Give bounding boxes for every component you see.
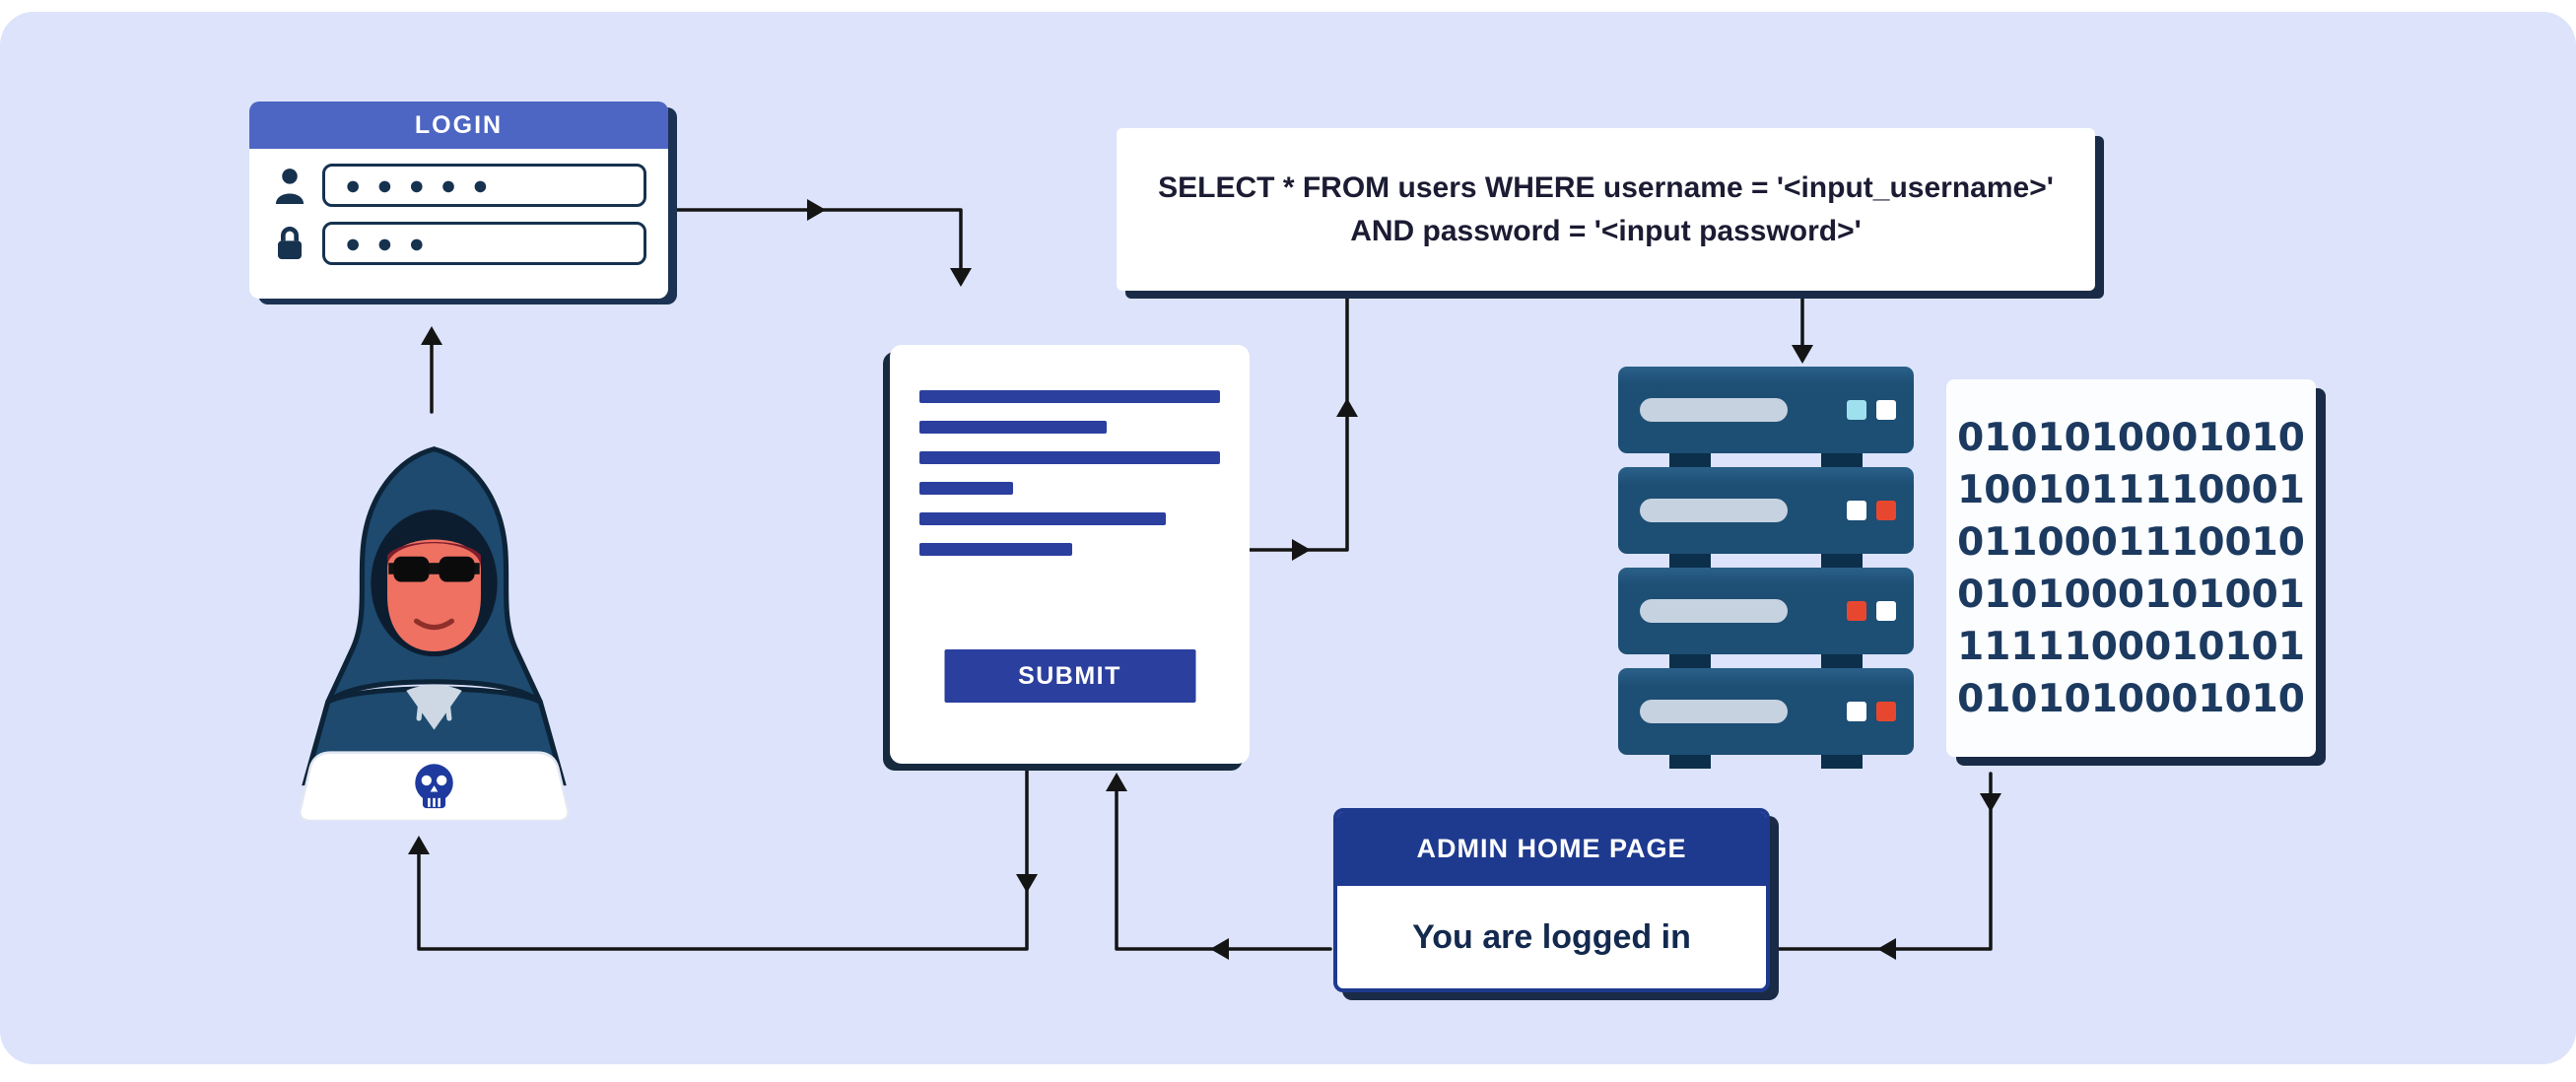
binary-line: 0110001110010: [1957, 519, 2305, 565]
sunglasses-left-lens: [393, 556, 430, 582]
binary-line: 0101010001010: [1957, 415, 2305, 460]
admin-home-page-window: ADMIN HOME PAGE You are logged in: [1333, 808, 1770, 992]
server-indicator-light: [1847, 702, 1866, 721]
sunglasses-bridge: [388, 563, 480, 575]
sql-query-box: SELECT * FROM users WHERE username = '<i…: [1117, 128, 2095, 291]
server-indicator-light: [1847, 400, 1866, 420]
login-window: LOGIN ●●●●● ●●●: [249, 101, 668, 299]
username-row: ●●●●●: [271, 164, 646, 207]
login-form-page: SUBMIT: [890, 345, 1250, 764]
server-indicator-light: [1847, 601, 1866, 621]
admin-home-page-title: ADMIN HOME PAGE: [1337, 812, 1766, 886]
login-body: ●●●●● ●●●: [249, 149, 668, 265]
hoodie-drawstrings: [416, 693, 452, 721]
text-line: [919, 390, 1220, 403]
user-icon: [271, 167, 308, 204]
binary-data-panel: 0101010001010 1001011110001 011000111001…: [1946, 379, 2316, 757]
server-slot: [1640, 398, 1788, 422]
text-line: [919, 482, 1013, 495]
server-unit: [1618, 467, 1914, 554]
password-field[interactable]: ●●●: [322, 222, 646, 265]
skull-icon: [415, 764, 453, 809]
lock-icon: [271, 225, 308, 262]
submit-button[interactable]: SUBMIT: [944, 649, 1195, 703]
server-indicator-light: [1876, 400, 1896, 420]
text-line: [919, 451, 1220, 464]
hacker-illustration: [298, 446, 571, 821]
binary-line: 0101010001010: [1957, 676, 2305, 721]
sql-query-line-2: AND password = '<input password>': [1350, 214, 1862, 247]
login-title: LOGIN: [249, 101, 668, 149]
server-unit: [1618, 367, 1914, 453]
database-server-rack: [1618, 367, 1914, 773]
server-indicator-light: [1847, 501, 1866, 520]
server-indicator-light: [1876, 501, 1896, 520]
hacker-face: [387, 539, 481, 652]
binary-line: 1111100010101: [1957, 624, 2305, 669]
server-slot: [1640, 499, 1788, 522]
server-indicator-light: [1876, 601, 1896, 621]
password-row: ●●●: [271, 222, 646, 265]
server-indicator-light: [1876, 702, 1896, 721]
binary-line: 0101000101001: [1957, 572, 2305, 617]
server-slot: [1640, 700, 1788, 723]
text-line: [919, 421, 1107, 434]
server-unit: [1618, 568, 1914, 654]
logged-in-message: You are logged in: [1412, 917, 1691, 956]
username-field[interactable]: ●●●●●: [322, 164, 646, 207]
text-line: [919, 543, 1072, 556]
hacker-smile: [413, 618, 455, 631]
binary-line: 1001011110001: [1957, 467, 2305, 512]
sunglasses-right-lens: [439, 556, 475, 582]
sql-query-line-1: SELECT * FROM users WHERE username = '<i…: [1158, 170, 2054, 204]
text-line: [919, 512, 1166, 525]
server-slot: [1640, 599, 1788, 623]
server-unit: [1618, 668, 1914, 755]
